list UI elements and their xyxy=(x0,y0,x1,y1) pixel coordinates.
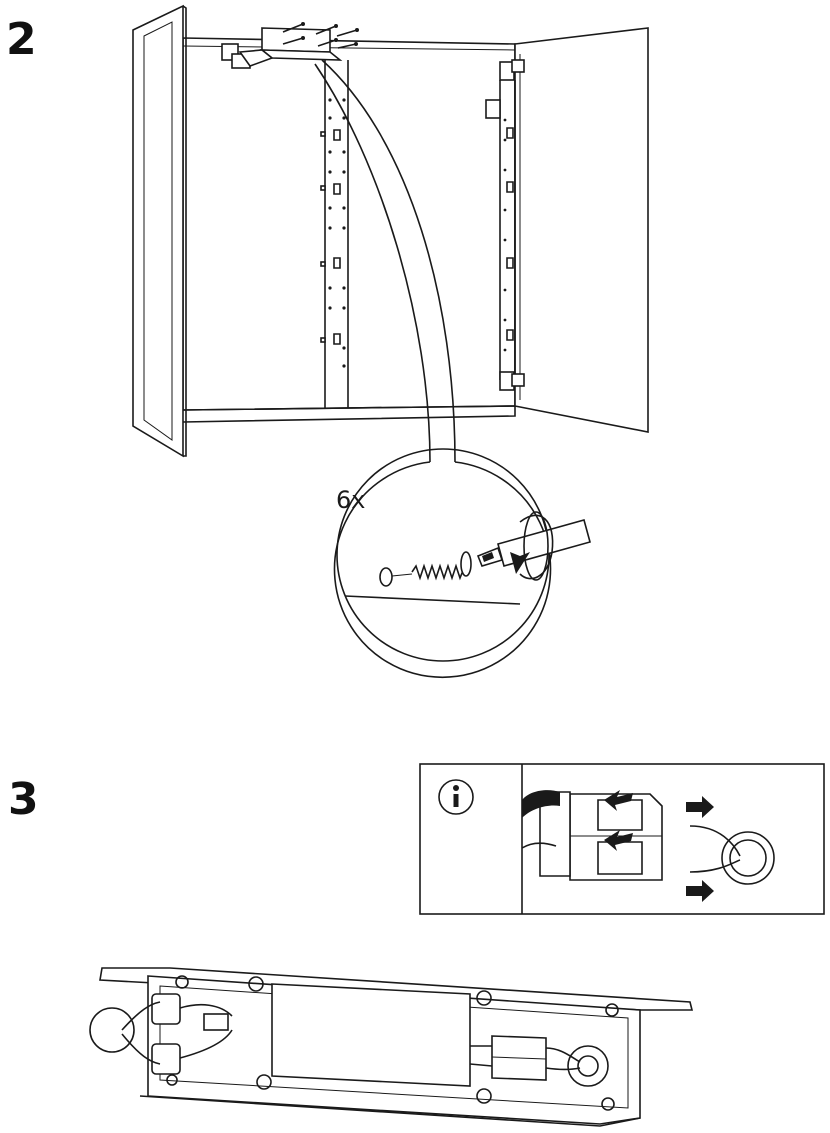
arrow-icon xyxy=(686,880,714,902)
arrow-icon xyxy=(686,796,714,818)
terminal-block-illustration xyxy=(522,790,662,880)
cabinet-illustration xyxy=(133,6,648,456)
cable-grommet-illustration xyxy=(686,796,774,902)
info-icon xyxy=(439,780,473,814)
info-panel xyxy=(420,764,824,914)
screw-detail-callout: 6x xyxy=(335,449,591,677)
driver-housing-illustration xyxy=(90,968,692,1126)
quantity-label: 6x xyxy=(336,486,365,514)
